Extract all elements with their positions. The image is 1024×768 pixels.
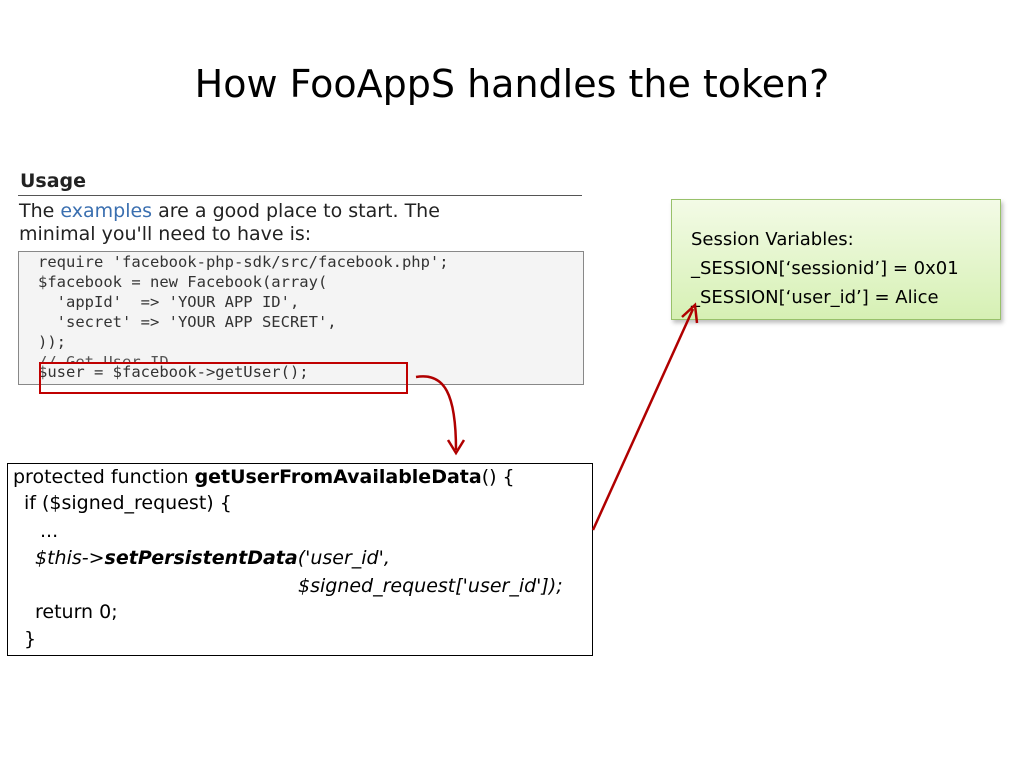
usage-divider [18,195,582,196]
code-line: 'appId' => 'YOUR APP ID', [38,293,300,311]
func-line-7: } [24,628,37,650]
usage-intro: The examples are a good place to start. … [18,200,588,246]
straight-arrow-head [681,302,699,324]
function-code-box: protected function getUserFromAvailableD… [7,463,593,656]
code-line: )); [38,333,66,351]
func-line-5: $signed_request['user_id']); [298,575,563,597]
intro-text-3: minimal you'll need to have is: [19,223,312,245]
function-name: getUserFromAvailableData [194,466,482,488]
curved-arrow [415,375,458,451]
code-line-comment: // Get User ID [38,353,169,362]
code-line: require 'facebook-php-sdk/src/facebook.p… [38,253,449,271]
curved-arrow-head [446,439,466,456]
slide-title: How FooAppS handles the token? [194,62,830,106]
session-user-id: _SESSION[‘user_id’] = Alice [691,287,939,308]
func-line-6: return 0; [35,601,118,623]
session-variables-box: Session Variables: _SESSION[‘sessionid’]… [671,199,1001,320]
intro-text-2: are a good place to start. The [152,200,440,222]
session-sessionid: _SESSION[‘sessionid’] = 0x01 [691,258,959,279]
examples-link[interactable]: examples [60,200,153,222]
func-line-2: if ($signed_request) { [24,492,232,514]
code-line: $facebook = new Facebook(array( [38,273,328,291]
code-line: 'secret' => 'YOUR APP SECRET', [38,313,337,331]
session-heading: Session Variables: [691,229,854,250]
func-line-3: ... [40,520,59,542]
func-line-4: $this->setPersistentData('user_id', [35,547,390,569]
func-line-1: protected function getUserFromAvailableD… [13,466,515,488]
persistent-data-call: setPersistentData [104,547,298,569]
code-line-getuser: $user = $facebook->getUser(); [38,363,309,381]
usage-heading: Usage [20,170,87,192]
intro-text-1: The [19,200,61,222]
straight-arrow [591,308,695,531]
getuser-highlight-box [39,362,408,394]
